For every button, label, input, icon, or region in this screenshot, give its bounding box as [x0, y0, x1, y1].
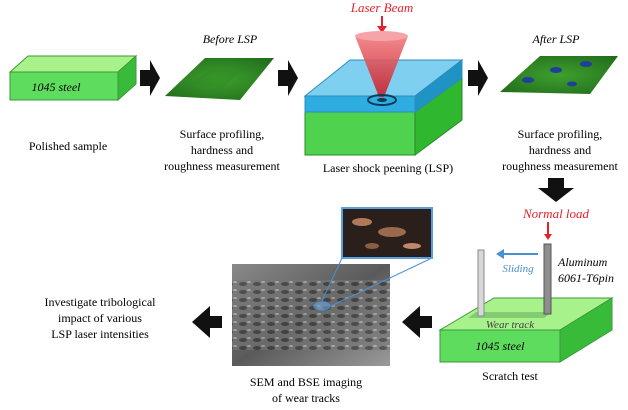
polished-slab-top	[8, 55, 138, 73]
sem-image-texture	[232, 280, 390, 350]
laser-spot-ring	[367, 94, 397, 106]
sliding-label: Sliding	[502, 263, 534, 275]
sem-caption-line1: SEM and BSE imaging	[250, 375, 362, 389]
after-lsp-caption-line3: roughness measurement	[502, 159, 618, 173]
bse-feature-4	[365, 243, 379, 249]
sliding-arrowhead	[496, 249, 504, 259]
laser-beam-arrowhead	[377, 26, 387, 33]
water-layer-front	[304, 95, 416, 113]
after-lsp-caption-line2: hardness and	[529, 143, 591, 157]
after-lsp-dent-3	[580, 61, 592, 67]
after-lsp-heading: After LSP	[532, 32, 581, 46]
before-lsp-caption-line1: Surface profiling,	[180, 127, 265, 141]
lsp-caption: Laser shock peening (LSP)	[323, 161, 453, 175]
polished-slab-label: 1045 steel	[32, 80, 82, 94]
conclusion-line1: Investigate tribological	[45, 295, 157, 309]
polished-slab-side	[117, 54, 137, 102]
polished-sample: 1045 steel Polished sample	[8, 54, 138, 153]
flow-arrow-down	[538, 178, 574, 202]
sem-caption-line2: of wear tracks	[272, 391, 340, 405]
lsp-slab-front	[304, 111, 416, 156]
conclusion-stage: Investigate tribological impact of vario…	[45, 295, 157, 341]
polished-caption: Polished sample	[29, 139, 107, 153]
sem-zoom-spot	[312, 300, 332, 312]
lsp-stage: Laser Beam Laser shock peening (LSP)	[303, 0, 464, 175]
laser-beam-label: Laser Beam	[350, 0, 413, 15]
before-lsp-stage: Before LSP Surface profiling, hardness a…	[164, 32, 280, 173]
after-lsp-stage: After LSP Surface profiling, hardness an…	[500, 32, 618, 173]
flow-arrow-2	[278, 60, 298, 96]
conclusion-line2: impact of various	[58, 311, 142, 325]
before-lsp-caption-line2: hardness and	[191, 143, 253, 157]
pin-label-line2: 6061-T6pin	[558, 271, 614, 285]
before-lsp-heading: Before LSP	[203, 32, 258, 46]
bse-feature-2	[378, 227, 406, 237]
normal-load-arrowhead	[544, 234, 552, 240]
pin-start	[477, 249, 485, 317]
after-lsp-dent-2	[550, 67, 562, 73]
water-layer-side	[414, 58, 463, 113]
before-lsp-surface-mottle	[190, 70, 240, 88]
laser-spot	[377, 98, 387, 102]
zoom-line-2	[330, 257, 433, 307]
after-lsp-caption-line1: Surface profiling,	[518, 127, 603, 141]
scratch-slab-side	[559, 297, 613, 363]
zoom-line-1	[321, 257, 343, 302]
wear-track	[468, 312, 552, 318]
laser-beam-cone	[355, 36, 408, 97]
pin-end	[543, 243, 552, 315]
after-lsp-surface	[500, 56, 618, 94]
flow-arrow-left-1	[402, 306, 432, 338]
conclusion-line3: LSP laser intensities	[51, 327, 149, 341]
wear-track-label: Wear track	[486, 319, 535, 331]
bse-feature-1	[352, 218, 372, 226]
scratch-slab-label: 1045 steel	[476, 339, 526, 353]
flow-arrow-3	[468, 60, 488, 96]
after-lsp-dent-4	[567, 81, 577, 87]
normal-load-label: Normal load	[522, 206, 590, 221]
before-lsp-caption-line3: roughness measurement	[164, 159, 280, 173]
scratch-caption: Scratch test	[482, 369, 538, 383]
laser-beam-top	[355, 31, 408, 41]
sem-stage: SEM and BSE imaging of wear tracks	[232, 207, 433, 405]
bse-feature-3	[403, 243, 421, 249]
pin-label-line1: Aluminum	[557, 255, 608, 269]
after-lsp-dent-1	[522, 77, 534, 83]
scratch-test-stage: Normal load Wear track Sliding Aluminum …	[438, 206, 614, 383]
flow-arrow-1	[140, 60, 160, 96]
flow-arrow-left-2	[192, 306, 222, 338]
